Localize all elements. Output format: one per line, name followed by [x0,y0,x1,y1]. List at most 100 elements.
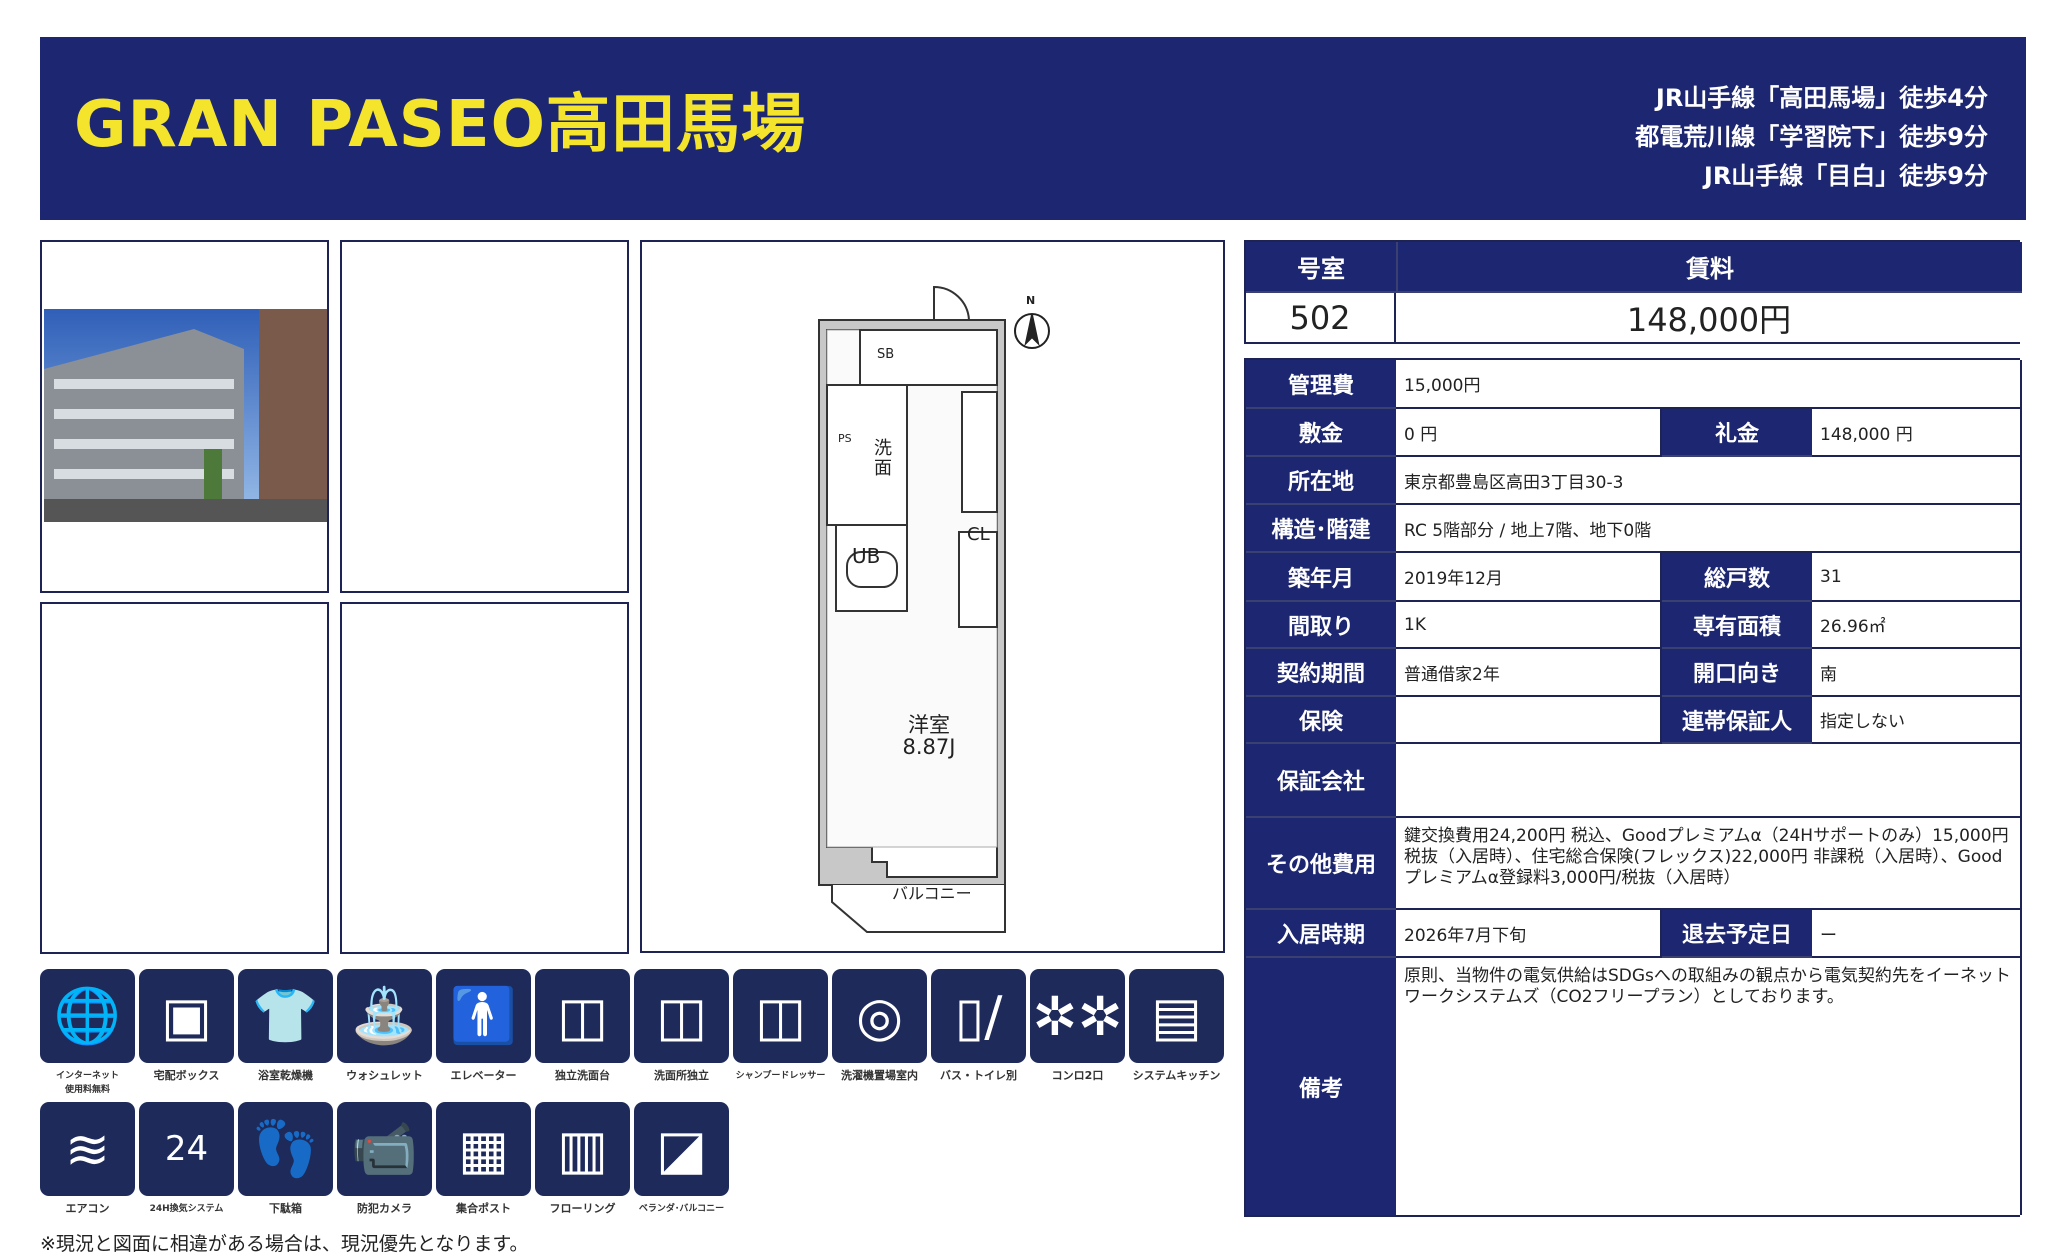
units-label: 総戸数 [1662,553,1812,602]
room-number: 502 [1246,293,1396,342]
amenity-label: 集合ポスト [456,1202,511,1215]
shoe-box-icon: 👣 [238,1102,333,1196]
facing-label: 開口向き [1662,649,1812,697]
property-title: GRAN PASEO高田馬場 [74,88,806,162]
amenity-label: 防犯カメラ [357,1202,412,1215]
amenity-label: システムキッチン [1132,1069,1221,1082]
amenity-label: 洗濯機置場室内 [841,1069,918,1082]
amenity-label: インターネット 使用料無料 [55,1071,119,1095]
access-info: JR山手線「高田馬場」徒歩4分 都電荒川線「学習院下」徒歩9分 JR山手線「目白… [1635,79,1988,196]
remarks-value: 原則、当物件の電気供給はSDGsへの取組みの観点から電気契約先をイーネットワーク… [1396,958,2022,1215]
guarantee-company-label: 保証会社 [1246,744,1396,818]
rent-header: 賃料 [1396,242,2022,293]
amenity-label: 宅配ボックス [153,1069,220,1082]
insurance-value [1396,697,1662,744]
air-conditioner-icon: ≋ [40,1102,135,1196]
bath-toilet-separate-icon: ▯/ [931,969,1026,1063]
layout-label: 間取り [1246,602,1396,649]
ventilation-24h-icon: 24 [139,1102,234,1196]
management-fee-value: 15,000円 [1396,360,2022,409]
move-in-label: 入居時期 [1246,910,1396,958]
room-number-header: 号室 [1246,242,1396,293]
access-line: 都電荒川線「学習院下」徒歩9分 [1635,123,1988,151]
kitchen-icon: ▤ [1129,969,1224,1063]
amenity-label: 洗面所独立 [654,1069,709,1082]
amenity-label: ウォシュレット [346,1069,423,1082]
remarks-label: 備考 [1246,958,1396,1215]
cl-label: CL [967,524,990,545]
access-line: JR山手線「高田馬場」徒歩4分 [1655,84,1988,112]
address-label: 所在地 [1246,457,1396,505]
key-money-value: 148,000 円 [1812,409,2022,457]
floor-plan-drawing [818,285,1050,933]
photo-frame-empty[interactable] [40,602,329,954]
guarantor-label: 連帯保証人 [1662,697,1812,744]
amenity-label: エレベーター [450,1069,517,1082]
amenity-label: フローリング [549,1202,616,1215]
summary-table: 号室 賃料 502 148,000円 [1244,240,2022,344]
delivery-box-icon: ▣ [139,969,234,1063]
other-costs-value: 鍵交換費用24,200円 税込、Goodプレミアムα（24Hサポートのみ）15,… [1396,818,2022,910]
north-arrow-icon [1014,313,1050,349]
laptop-globe-icon: 🌐 [40,969,135,1063]
area-value: 26.96㎡ [1812,602,2022,649]
amenity-label: バス・トイレ別 [940,1069,1017,1082]
address-value: 東京都豊島区高田3丁目30-3 [1396,457,2022,505]
vanity-icon: ◫ [535,969,630,1063]
move-in-value: 2026年7月下旬 [1396,910,1662,958]
stove-icon: ✲✲ [1030,969,1125,1063]
photo-frame-empty[interactable] [340,240,629,593]
management-fee-label: 管理費 [1246,360,1396,409]
shampoo-dresser-icon: ◫ [733,969,828,1063]
amenity-label: コンロ2口 [1051,1069,1104,1082]
north-label: N [1026,294,1036,307]
move-out-value: ー [1812,910,2022,958]
details-table: 管理費 15,000円 敷金 0 円 礼金 148,000 円 所在地 東京都豊… [1244,358,2022,1217]
units-value: 31 [1812,553,2022,602]
washroom-icon: ◫ [634,969,729,1063]
building-exterior-photo [44,309,327,522]
security-camera-icon: 📹 [337,1102,432,1196]
key-money-label: 礼金 [1662,409,1812,457]
built-label: 築年月 [1246,553,1396,602]
ps-label: PS [838,432,852,445]
room-label: 洋室 [908,713,950,737]
structure-value: RC 5階部分 / 地上7階、地下0階 [1396,505,2022,553]
mailbox-icon: ▦ [436,1102,531,1196]
amenity-label: 下駄箱 [269,1202,302,1215]
amenity-label: エアコン [65,1202,110,1215]
layout-value: 1K [1396,602,1662,649]
header-banner: GRAN PASEO高田馬場 JR山手線「高田馬場」徒歩4分 都電荒川線「学習院… [40,37,2026,220]
sb-label: SB [877,347,895,362]
move-out-label: 退去予定日 [1662,910,1812,958]
balcony-icon: ◪ [634,1102,729,1196]
guarantor-value: 指定しない [1812,697,2022,744]
photo-frame-empty[interactable] [340,602,629,954]
contract-label: 契約期間 [1246,649,1396,697]
amenity-label: 浴室乾燥機 [258,1069,313,1082]
guarantee-company-value [1396,744,2022,818]
flooring-icon: ▥ [535,1102,630,1196]
structure-label: 構造･階建 [1246,505,1396,553]
balcony-label: バルコニー [892,884,972,903]
built-value: 2019年12月 [1396,553,1662,602]
ub-label: UB [852,544,881,568]
deposit-value: 0 円 [1396,409,1662,457]
floor-plan[interactable]: N SB PS 洗 面 UB CL 洋室 8.87J バルコニー [640,240,1225,953]
room-size: 8.87J [902,735,956,759]
bathroom-dryer-icon: 👕 [238,969,333,1063]
rent-value: 148,000円 [1396,293,2022,342]
access-line: JR山手線「目白」徒歩9分 [1703,162,1988,190]
footnote: ※現況と図面に相違がある場合は、現況優先となります。 [40,1233,529,1255]
facing-value: 南 [1812,649,2022,697]
area-label: 専有面積 [1662,602,1812,649]
washlet-icon: ⛲ [337,969,432,1063]
contract-value: 普通借家2年 [1396,649,1662,697]
amenity-label: 24H換気システム [149,1204,224,1214]
insurance-label: 保険 [1246,697,1396,744]
washing-machine-icon: ◎ [832,969,927,1063]
photo-frame-exterior[interactable] [40,240,329,593]
elevator-icon: 🚹 [436,969,531,1063]
amenity-label: シャンプードレッサー [735,1071,826,1081]
washroom-label: 洗 面 [874,438,892,479]
